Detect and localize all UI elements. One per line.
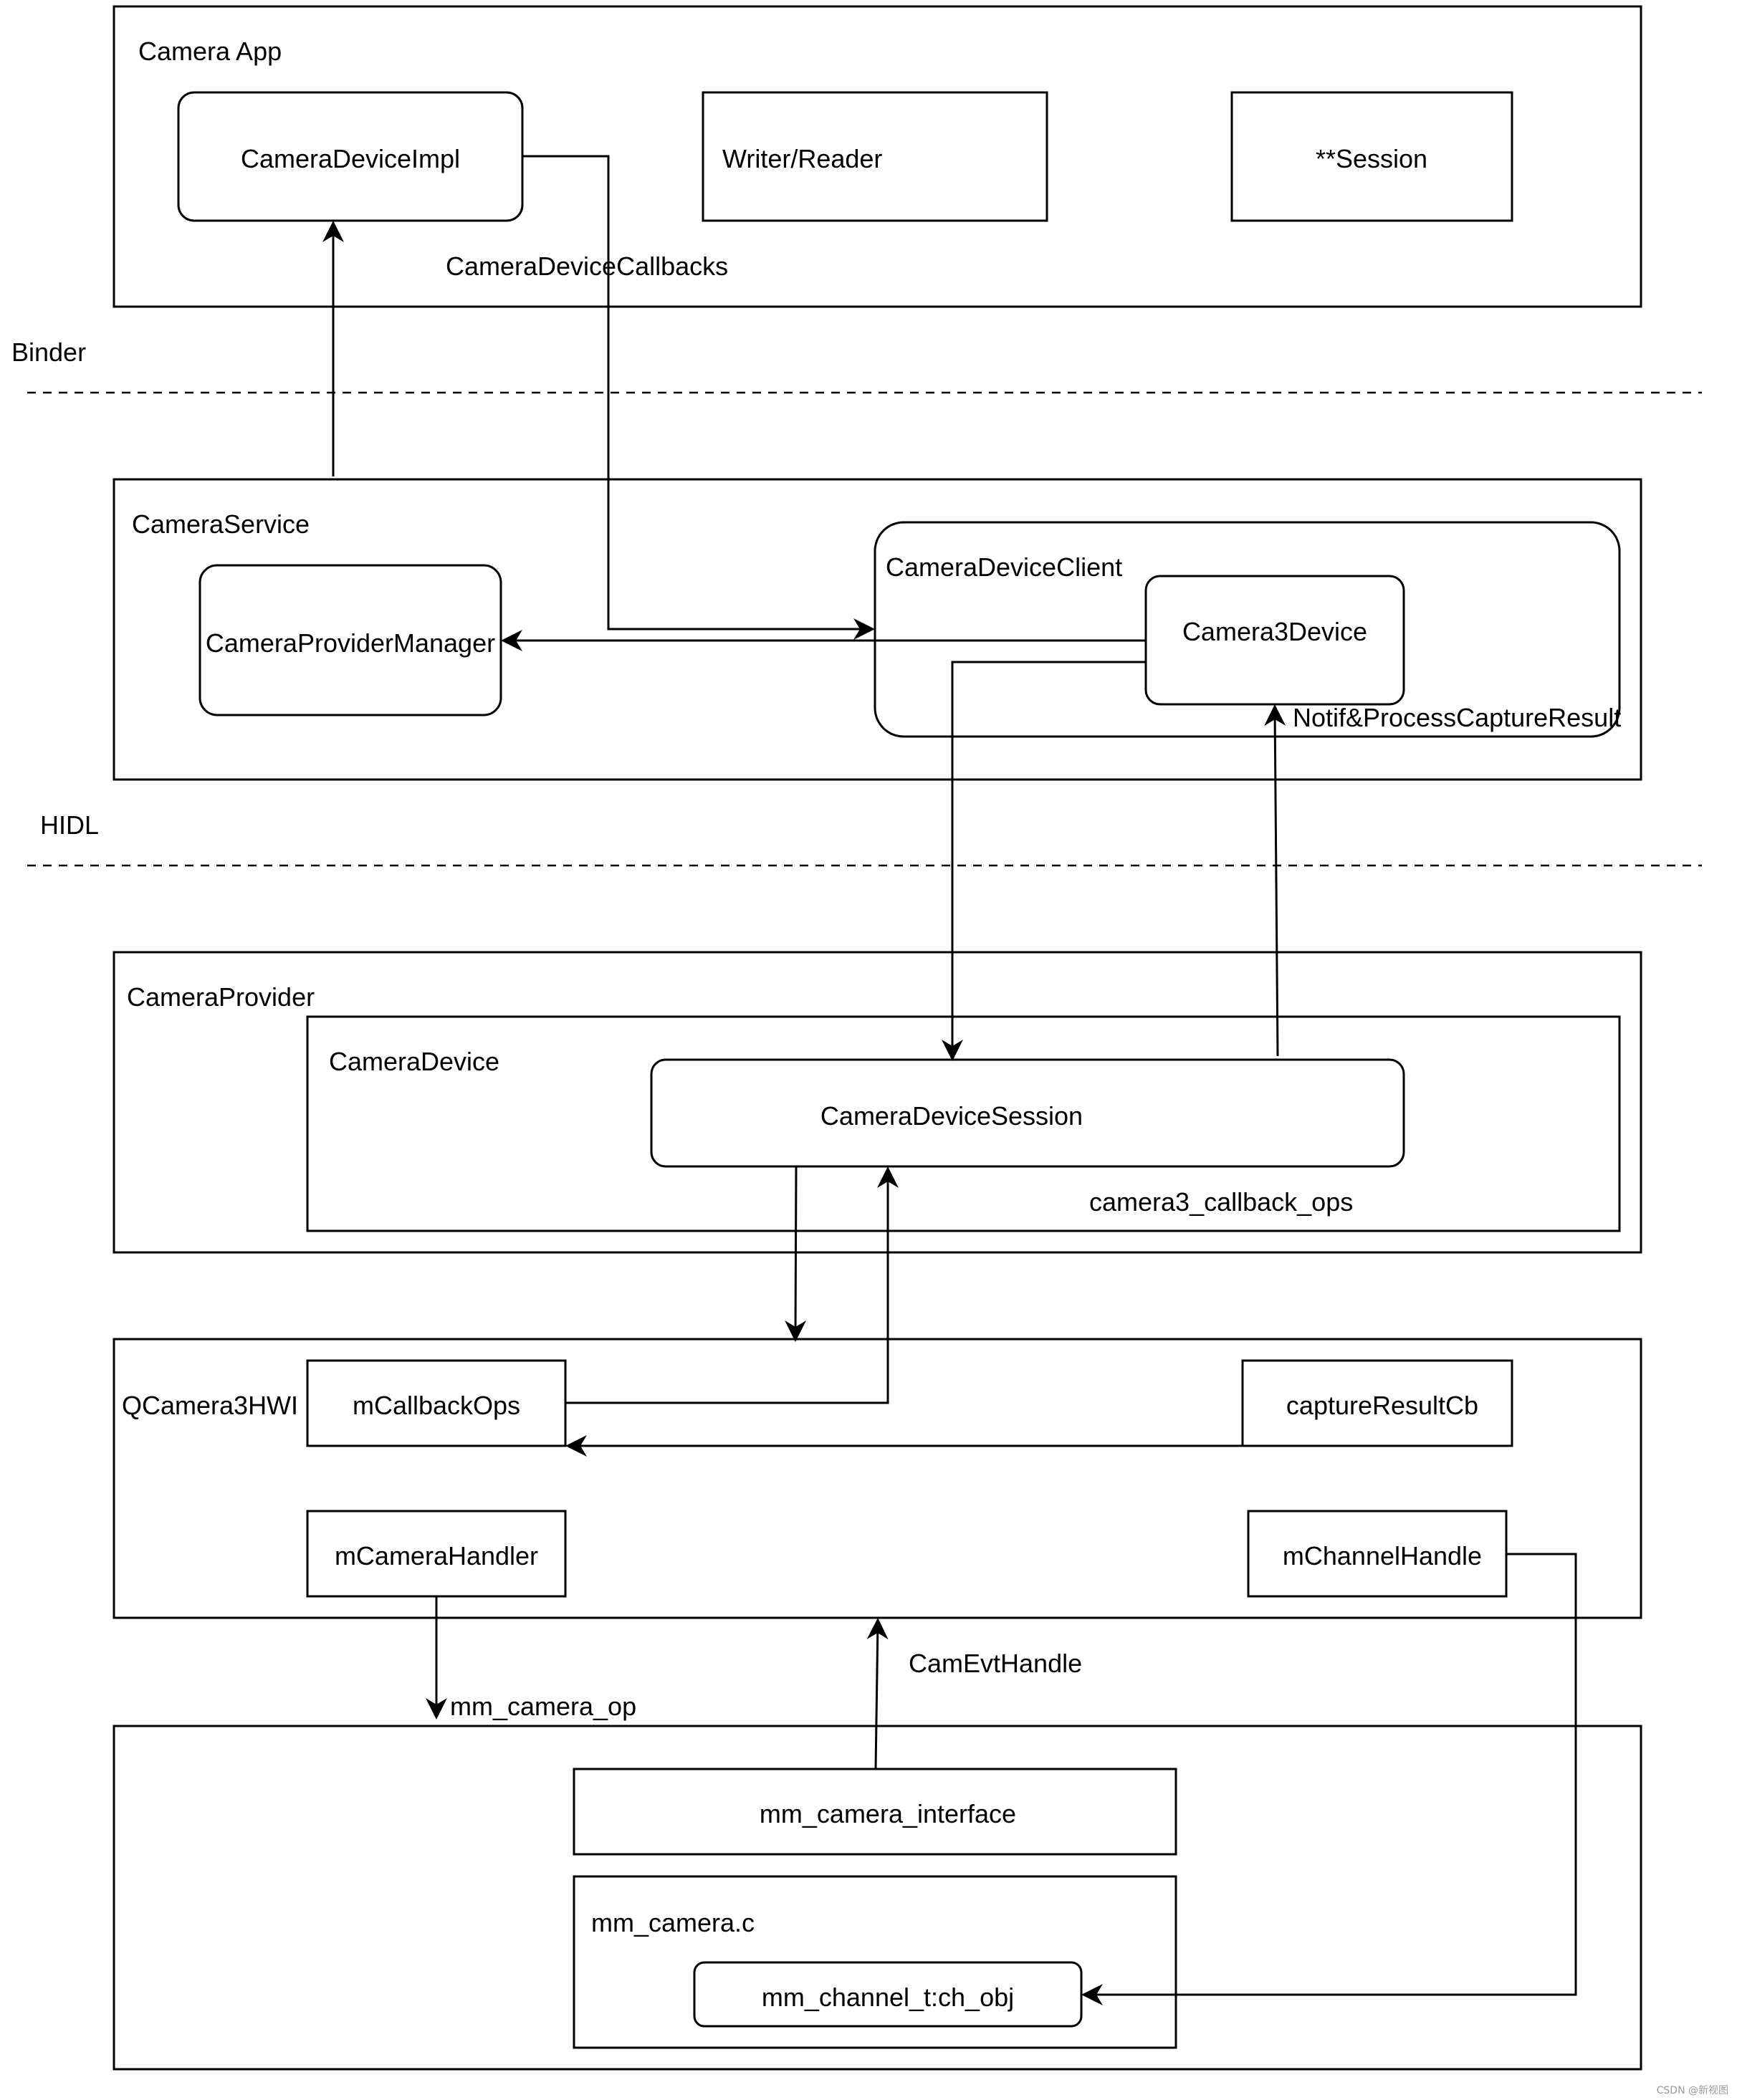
interface-to-hwi-arrow	[866, 1618, 889, 1770]
camera-device-callbacks-label: CameraDeviceCallbacks	[446, 251, 728, 281]
camera3-device-to-session-connector	[942, 661, 1146, 1061]
writer-reader-label: Writer/Reader	[722, 144, 882, 173]
mm-camera-op-label: mm_camera_op	[450, 1692, 636, 1721]
channel-handle-to-ch-obj-connector	[1081, 1553, 1577, 2005]
qcamera3hwi-label: QCamera3HWI	[122, 1391, 298, 1420]
session-to-hwi-arrow	[785, 1166, 807, 1342]
mm-channel-obj-label: mm_channel_t:ch_obj	[762, 1982, 1014, 2012]
mm-camera-interface-box	[573, 1768, 1177, 1856]
hidl-label: HIDL	[40, 810, 99, 840]
camera-provider-label: CameraProvider	[127, 982, 315, 1012]
camera-device-client-label: CameraDeviceClient	[886, 552, 1122, 582]
session-to-camera3-device-arrow	[1264, 704, 1286, 1057]
session-box	[1230, 91, 1513, 222]
camera-provider-manager-label: CameraProviderManager	[206, 628, 495, 658]
camera-device-session-box	[650, 1058, 1405, 1168]
binder-label: Binder	[11, 337, 86, 367]
camera-app-label: Camera App	[138, 37, 282, 66]
m-callback-ops-box	[306, 1359, 567, 1447]
camera3-callback-ops-label: camera3_callback_ops	[1089, 1187, 1353, 1217]
m-channel-handle-label: mChannelHandle	[1283, 1541, 1482, 1571]
session-label: **Session	[1316, 144, 1427, 173]
mm-camera-interface-label: mm_camera_interface	[760, 1799, 1016, 1828]
m-callback-ops-label: mCallbackOps	[353, 1391, 520, 1420]
capture-result-cb-box	[1241, 1359, 1513, 1447]
capture-result-cb-label: captureResultCb	[1286, 1391, 1478, 1420]
camera3-device-label: Camera3Device	[1182, 617, 1367, 646]
notif-process-capture-result-label: Notif&ProcessCaptureResult	[1293, 703, 1621, 732]
m-camera-handler-label: mCameraHandler	[335, 1541, 538, 1571]
cam-evt-handle-label: CamEvtHandle	[909, 1649, 1082, 1678]
callback-ops-to-session-connector	[565, 1166, 899, 1404]
mm-camera-c-label: mm_camera.c	[591, 1908, 755, 1937]
watermark-text: CSDN @新视图	[1657, 2085, 1728, 2096]
m-camera-handler-box	[306, 1510, 567, 1598]
writer-reader-box	[702, 91, 1048, 222]
camera-device-label: CameraDevice	[329, 1047, 499, 1076]
camera-device-session-label: CameraDeviceSession	[820, 1101, 1083, 1131]
camera-device-impl-label: CameraDeviceImpl	[241, 144, 460, 173]
device-callbacks-connector	[522, 155, 875, 640]
camera-service-label: CameraService	[132, 509, 310, 539]
m-channel-handle-box	[1247, 1510, 1508, 1598]
